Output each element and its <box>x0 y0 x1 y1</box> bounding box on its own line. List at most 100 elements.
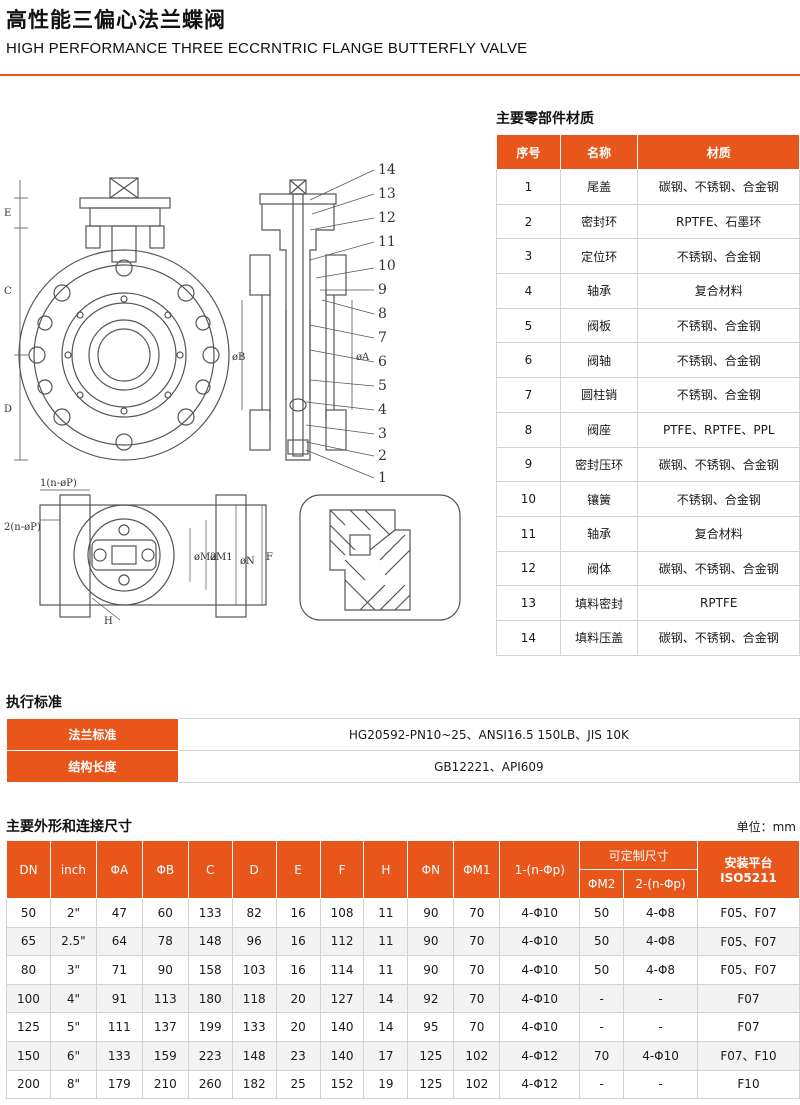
dimension-cell: 96 <box>231 926 277 957</box>
dimension-cell: 90 <box>407 898 455 928</box>
dimension-cell: 47 <box>95 898 143 928</box>
dimension-cell: 11 <box>363 955 409 985</box>
dimension-cell: F05、F07 <box>696 898 800 928</box>
dimension-cell: 114 <box>319 955 365 985</box>
dimension-cell: 182 <box>231 1069 277 1100</box>
part-material: 不锈钢、合金钢 <box>637 481 800 517</box>
part-material: 碳钢、不锈钢、合金钢 <box>637 550 800 587</box>
dim-header-a: ΦA <box>95 840 143 899</box>
dimension-cell: 70 <box>453 983 501 1014</box>
dimension-cell: 133 <box>231 1012 277 1042</box>
dim-label-hole1: 1(n-øP) <box>40 478 77 489</box>
dimension-cell: 14 <box>363 983 409 1014</box>
parts-section-title: 主要零部件材质 <box>496 111 594 127</box>
part-name: 阀体 <box>559 550 639 587</box>
callout-13: 13 <box>378 186 396 202</box>
callout-14: 14 <box>378 162 396 178</box>
dim-header-d: D <box>231 840 277 899</box>
callout-2: 2 <box>378 448 387 464</box>
dimension-cell: 2.5" <box>49 926 97 957</box>
dimension-cell: 4-Φ10 <box>499 983 581 1014</box>
page-subtitle: HIGH PERFORMANCE THREE ECCRNTRIC FLANGE … <box>6 40 528 57</box>
dimension-cell: 50 <box>579 898 625 928</box>
part-material: RPTFE <box>637 585 800 621</box>
part-name: 阀轴 <box>559 342 639 379</box>
dimension-cell: 112 <box>319 926 365 957</box>
part-material: 碳钢、不锈钢、合金钢 <box>637 619 800 656</box>
callout-8: 8 <box>378 306 387 322</box>
dimension-cell: 16 <box>275 955 321 985</box>
valve-technical-drawing: 14 13 12 11 10 9 8 7 6 5 4 3 2 1 E C D ø… <box>4 162 461 627</box>
dimension-cell: 111 <box>95 1012 143 1042</box>
dimension-cell: 16 <box>275 926 321 957</box>
part-material: 碳钢、不锈钢、合金钢 <box>637 169 800 205</box>
dimensions-subheader-row: ΦM2 2-(n-Φp) <box>7 869 800 899</box>
dimension-cell: 4-Φ10 <box>499 1012 581 1042</box>
dimension-cell: 113 <box>141 983 189 1014</box>
dim-header-custom: 可定制尺寸 <box>579 840 698 870</box>
dimension-cell: - <box>579 1069 625 1100</box>
part-no: 6 <box>496 342 561 379</box>
dimension-cell: 158 <box>187 955 233 985</box>
dimension-cell: 100 <box>6 983 51 1014</box>
unit-label: 单位：mm <box>736 820 796 834</box>
standards-label: 结构长度 <box>6 750 179 783</box>
dimension-cell: 140 <box>319 1040 365 1071</box>
part-name: 镶簧 <box>559 481 639 517</box>
dimension-cell: 25 <box>275 1069 321 1100</box>
standards-section-title: 执行标准 <box>6 695 62 711</box>
platform-header-line2: ISO5211 <box>720 871 777 885</box>
page-title: 高性能三偏心法兰蝶阀 <box>6 8 226 32</box>
part-name: 密封环 <box>559 203 639 240</box>
dimension-cell: 95 <box>407 1012 455 1042</box>
part-no: 9 <box>496 446 561 483</box>
part-no: 2 <box>496 203 561 240</box>
dim-header-b: ΦB <box>141 840 189 899</box>
dimension-cell: - <box>623 1069 698 1100</box>
part-no: 12 <box>496 550 561 587</box>
dimension-cell: 8" <box>49 1069 97 1100</box>
dimension-cell: 4-Φ10 <box>499 898 581 928</box>
dimension-cell: 159 <box>141 1040 189 1071</box>
dim-label-h: H <box>104 616 113 627</box>
standards-row: 结构长度 GB12221、API609 <box>6 750 800 783</box>
part-material: PTFE、RPTFE、PPL <box>637 411 800 448</box>
part-material: 不锈钢、合金钢 <box>637 307 800 344</box>
part-no: 13 <box>496 585 561 621</box>
dim-header-e: E <box>275 840 321 899</box>
callout-7: 7 <box>378 330 387 346</box>
part-name: 定位环 <box>559 238 639 275</box>
dimension-cell: 150 <box>6 1040 51 1071</box>
dimension-cell: 102 <box>453 1069 501 1100</box>
dimension-cell: 11 <box>363 898 409 928</box>
dimension-cell: 71 <box>95 955 143 985</box>
dimension-cell: 65 <box>6 926 51 957</box>
callout-1: 1 <box>378 470 387 486</box>
dimension-cell: 137 <box>141 1012 189 1042</box>
callout-12: 12 <box>378 210 396 226</box>
part-name: 密封压环 <box>559 446 639 483</box>
part-no: 14 <box>496 619 561 656</box>
dimension-cell: 102 <box>453 1040 501 1071</box>
dim-label-phim1: øM1 <box>210 552 233 563</box>
parts-header-name: 名称 <box>559 134 639 170</box>
standards-table: 法兰标准 HG20592-PN10~25、ANSI16.5 150LB、JIS … <box>6 718 800 783</box>
part-no: 11 <box>496 515 561 552</box>
dimension-cell: 125 <box>407 1069 455 1100</box>
part-no: 1 <box>496 169 561 205</box>
dimension-cell: 103 <box>231 955 277 985</box>
dimension-cell: 148 <box>231 1040 277 1071</box>
dimension-cell: 82 <box>231 898 277 928</box>
part-name: 圆柱销 <box>559 377 639 413</box>
dim-label-phib: øB <box>232 352 245 363</box>
dimension-cell: 140 <box>319 1012 365 1042</box>
dimension-cell: 4-Φ8 <box>623 926 698 957</box>
dimension-cell: 223 <box>187 1040 233 1071</box>
dim-header-m1: ΦM1 <box>453 840 501 899</box>
